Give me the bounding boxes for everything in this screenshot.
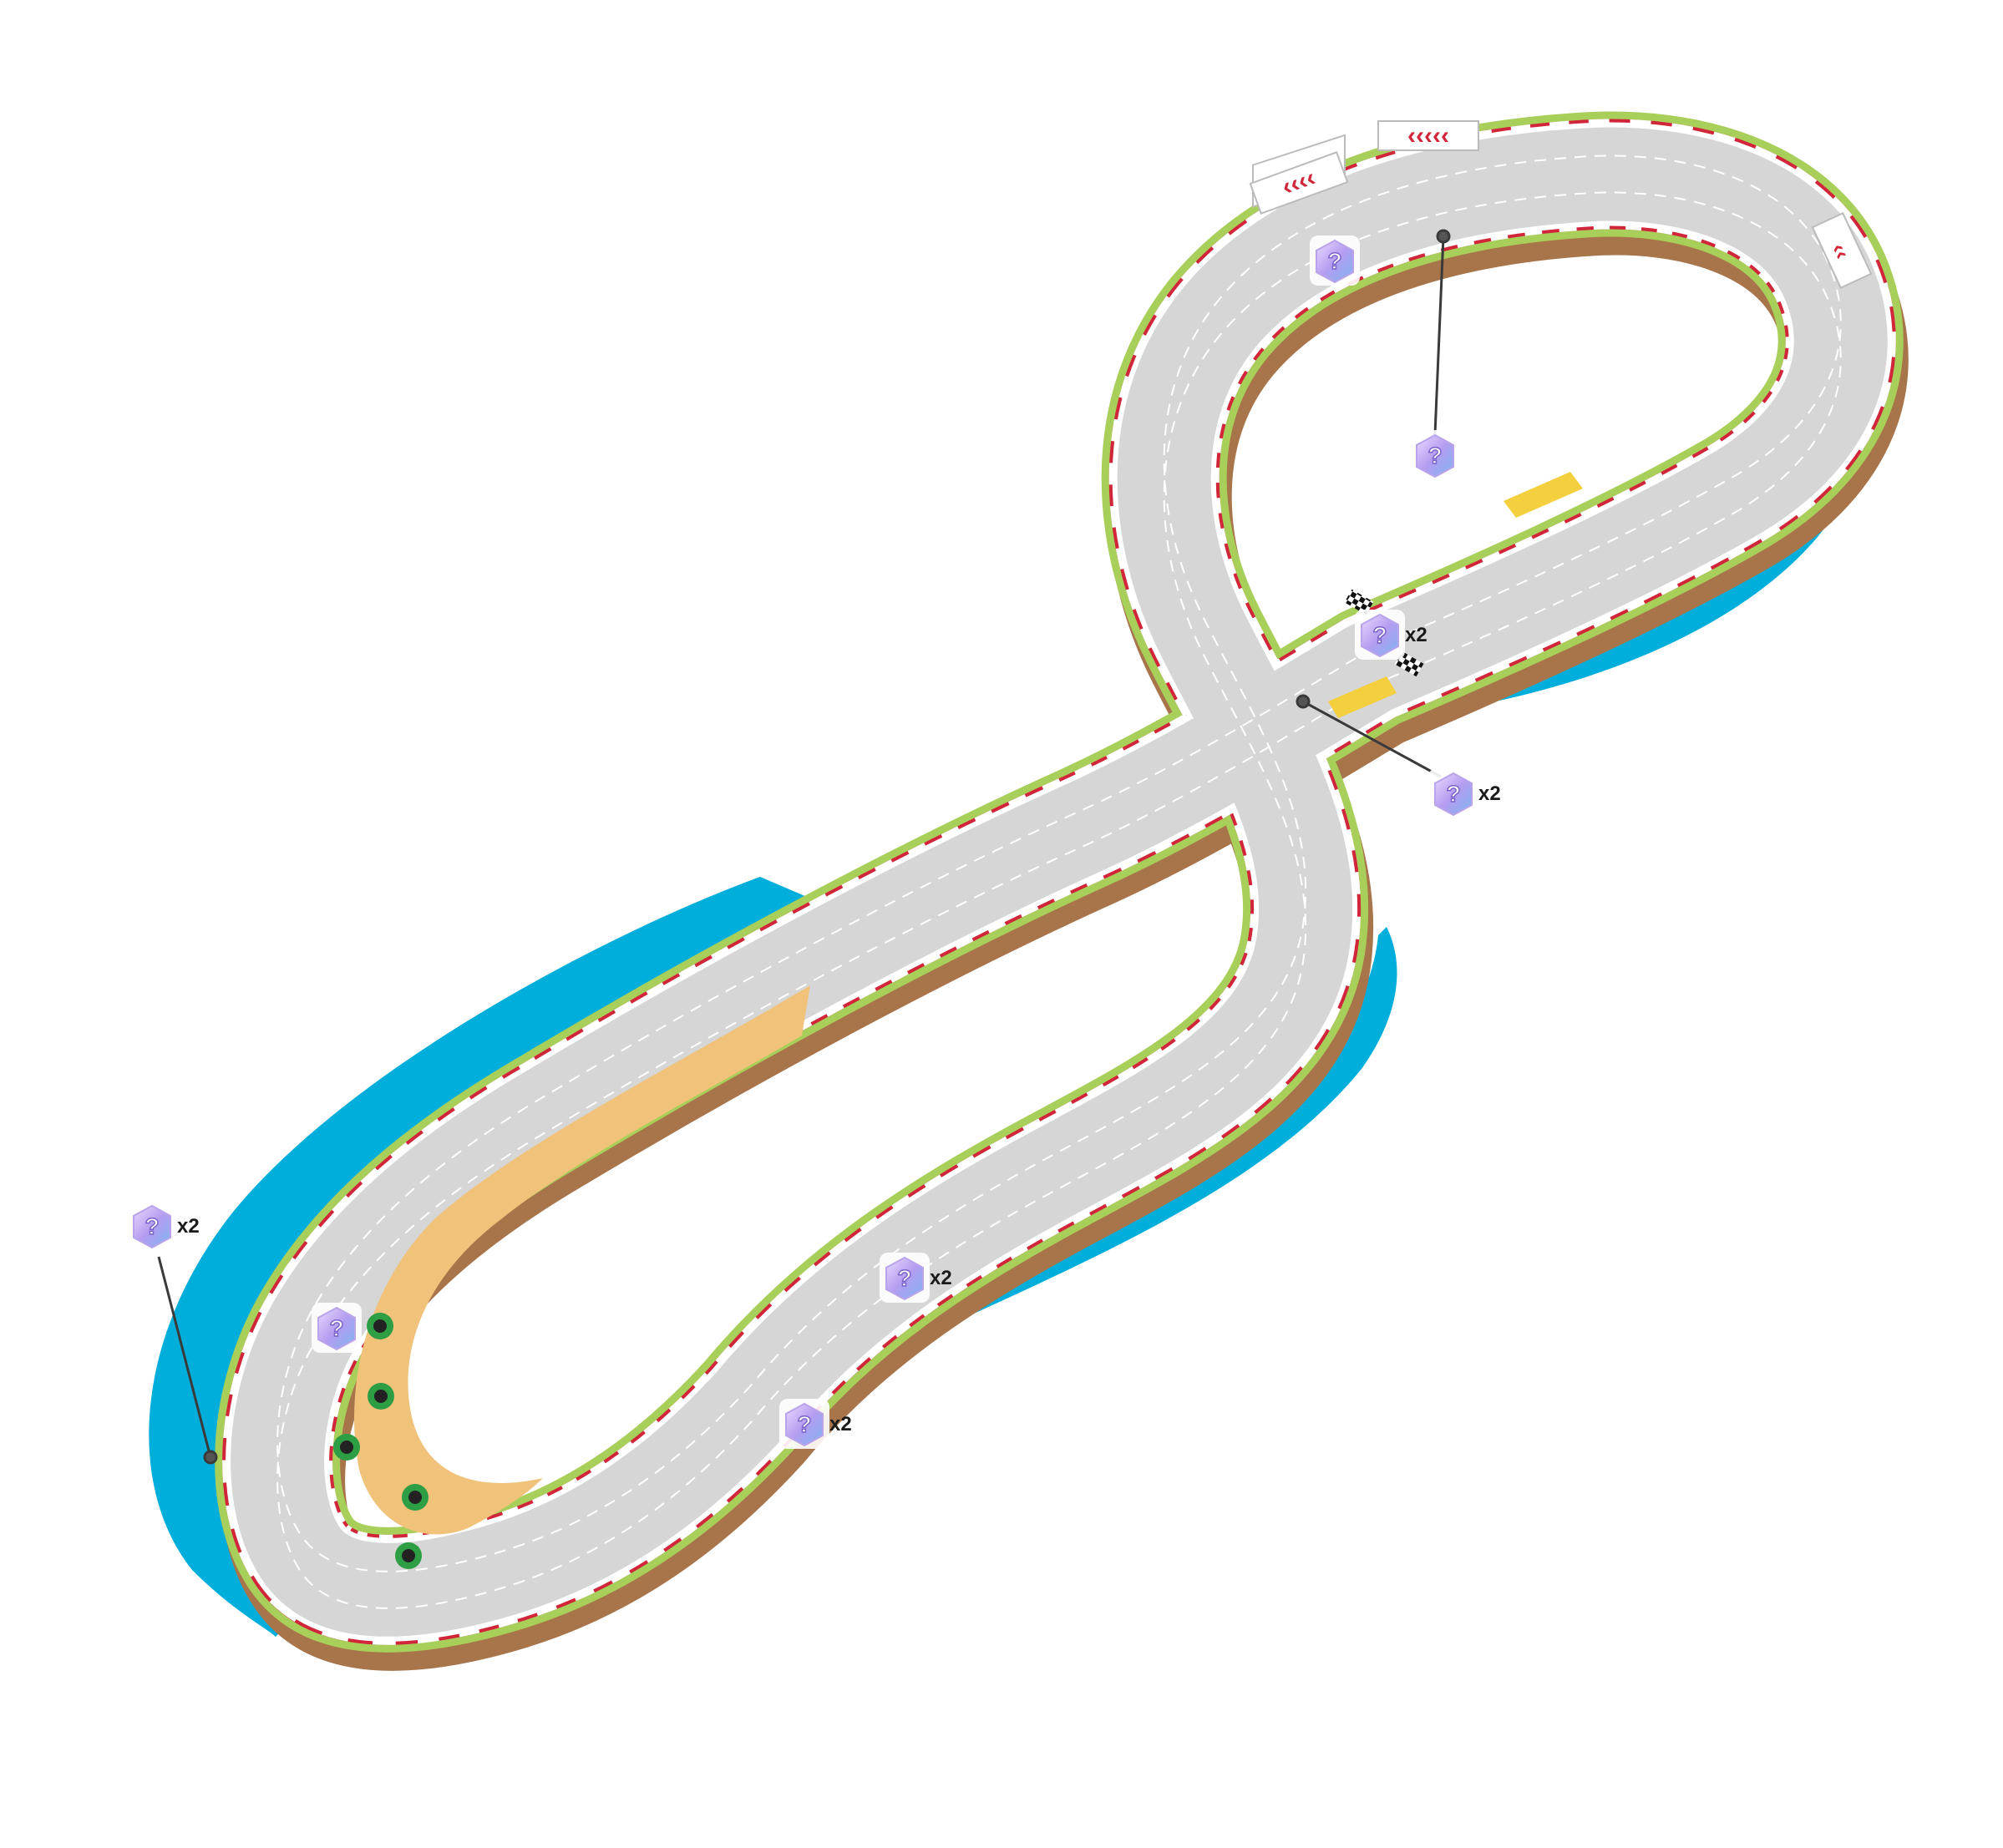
item-box-icon (1434, 772, 1473, 817)
track-road-surface (231, 127, 1888, 1637)
boost-strip-2 (1328, 676, 1397, 718)
item-box-icon (785, 1402, 824, 1447)
pointer-lines (157, 229, 1451, 1465)
item-box-icon (1316, 239, 1354, 284)
item-box-icon (885, 1256, 924, 1301)
item-count-label: x2 (930, 1267, 952, 1289)
checkered-flag-top (1344, 589, 1374, 615)
sand-runoff (354, 985, 810, 1535)
tree-1 (367, 1313, 393, 1339)
item-box-icon (1416, 433, 1454, 478)
water-left-pool (149, 877, 819, 1637)
item-count-label: x2 (1478, 782, 1501, 805)
item-box-icon (317, 1306, 356, 1351)
question-mark-icon: ? (1372, 622, 1387, 648)
boost-strip-1 (1504, 472, 1583, 518)
chevron-sign-2: ‹‹‹‹‹ (1377, 120, 1479, 151)
tree-3 (333, 1434, 360, 1461)
item-box-lower-crossing-upper: ? x2 (880, 1253, 952, 1303)
trees (333, 1313, 428, 1569)
question-mark-icon: ? (897, 1265, 911, 1291)
item-box-top-hairpin-outer: ? (1310, 235, 1360, 286)
chevron-sign-3: ‹‹‹‹ (1249, 151, 1349, 215)
question-mark-icon: ? (1327, 248, 1341, 274)
item-count-label: x2 (1405, 624, 1427, 646)
water-right-pool (1487, 284, 1870, 701)
tree-4 (402, 1484, 428, 1511)
race-track (215, 111, 1909, 1671)
track-lane-line-1 (276, 154, 1842, 1572)
track-lane-line-2 (276, 191, 1842, 1609)
item-box-icon (133, 1204, 171, 1249)
item-box-water-left: ? x2 (127, 1201, 200, 1251)
tree-2 (368, 1383, 394, 1410)
item-count-label: x2 (177, 1215, 200, 1238)
question-mark-icon: ? (1446, 781, 1460, 807)
tree-5 (395, 1542, 422, 1569)
question-mark-icon: ? (797, 1411, 811, 1437)
question-mark-icon: ? (145, 1213, 159, 1239)
item-box-top-hairpin-inner: ? (1410, 430, 1460, 480)
item-box-main-straight: ? x2 (1428, 768, 1501, 818)
question-mark-icon: ? (1427, 443, 1442, 468)
item-boxes: ??? x2? x2? x2? x2?? x2 (127, 235, 1501, 1449)
item-box-start-line: ? x2 (1355, 610, 1427, 660)
chevron-sign-4: ‹‹ (1811, 211, 1873, 290)
item-box-icon (1361, 613, 1399, 658)
question-mark-icon: ? (329, 1315, 343, 1341)
track-decorations: ‹‹‹‹‹ ‹‹‹‹ ‹‹ (1249, 120, 1873, 718)
svg-text:‹‹‹‹‹: ‹‹‹‹‹ (1407, 122, 1449, 149)
item-box-lower-crossing-lower: ? x2 (779, 1399, 852, 1449)
item-box-left-hairpin: ? (312, 1303, 362, 1353)
item-count-label: x2 (829, 1413, 852, 1435)
